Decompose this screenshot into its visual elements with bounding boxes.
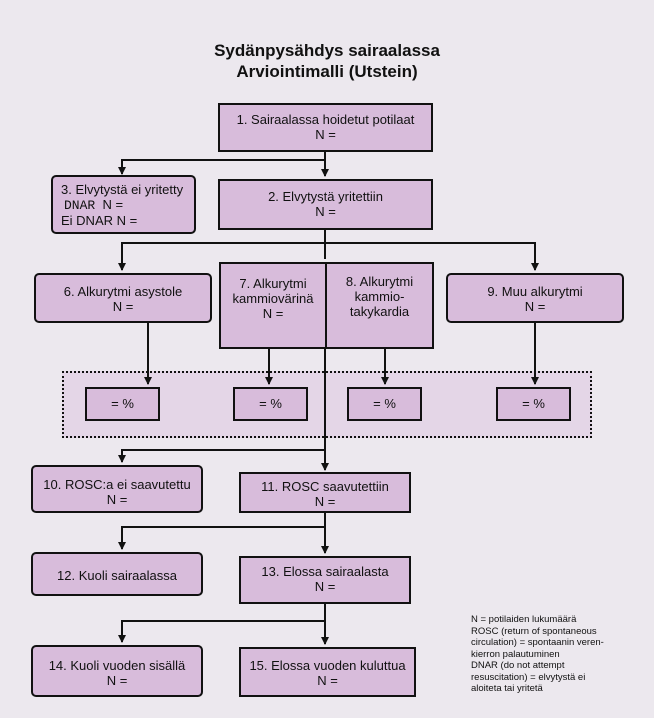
- box-14-label: 14. Kuoli vuoden sisällä: [48, 658, 186, 673]
- arrow-13-to-14: [118, 620, 325, 643]
- box-3-nodnar-count: N =: [116, 213, 138, 228]
- arrow-11-to-12: [118, 526, 325, 550]
- box-10-rosc-not-achieved: 10. ROSC:a ei saavutettu N =: [31, 465, 203, 513]
- box-10-count: N =: [106, 492, 128, 507]
- legend-line: resuscitation) = elvytystä ei: [471, 671, 586, 683]
- box-15-count: N =: [317, 673, 338, 688]
- box-3-nodnar-row: Ei DNAR N =: [61, 213, 194, 228]
- box-14-count: N =: [106, 673, 128, 688]
- box-9-count: N =: [524, 299, 546, 314]
- legend-line: aloiteta tai yritetä: [471, 683, 543, 694]
- box-9-label: 9. Muu alkurytmi: [487, 284, 583, 299]
- box-13-label: 13. Elossa sairaalasta: [261, 564, 389, 579]
- box-13-survived-hospital: 13. Elossa sairaalasta N =: [239, 556, 411, 604]
- box-11-label: 11. ROSC saavutettiin: [261, 479, 389, 494]
- arrow-2-to-9: [325, 242, 539, 271]
- box-7-count: N =: [262, 306, 284, 321]
- box-11-count: N =: [314, 494, 336, 509]
- legend-line: circulation) = spontaanin veren-: [471, 637, 604, 648]
- arrow-1-to-3: [118, 159, 325, 175]
- arrow-to-10: [118, 449, 325, 463]
- box-12-label: 12. Kuoli sairaalassa: [57, 568, 177, 583]
- box-3-dnar-row: DNAR N =: [61, 197, 194, 213]
- box-8-line3: takykardia: [349, 304, 410, 319]
- box-8-line1: 8. Alkurytmi: [345, 274, 414, 289]
- box-3-label: 3. Elvytystä ei yritetty: [61, 182, 184, 197]
- diagram-subtitle: Arviointimalli (Utstein): [236, 62, 418, 81]
- box-15-alive-after-year: 15. Elossa vuoden kuluttua N =: [239, 647, 416, 697]
- box-2-label: 2. Elvytystä yritettiin: [268, 189, 383, 204]
- box-3-nodnar-label: Ei DNAR: [61, 213, 114, 228]
- box-3-not-attempted: 3. Elvytystä ei yritetty DNAR N = Ei DNA…: [51, 175, 196, 234]
- box-15-label: 15. Elossa vuoden kuluttua: [249, 658, 406, 673]
- legend-line: DNAR (do not attempt: [471, 660, 565, 671]
- box-6-asystole: 6. Alkurytmi asystole N =: [34, 273, 212, 323]
- box-7-line1: 7. Alkurytmi: [239, 276, 307, 291]
- box-6-label: 6. Alkurytmi asystole: [63, 284, 183, 299]
- box-6-count: N =: [112, 299, 134, 314]
- box-3-dnar-label: DNAR: [64, 198, 96, 213]
- box-12-died-in-hospital: 12. Kuoli sairaalassa: [31, 552, 203, 596]
- box-10-label: 10. ROSC:a ei saavutettu: [43, 477, 191, 492]
- percent-box-other: = %: [496, 387, 571, 421]
- box-2-count: N =: [315, 204, 336, 219]
- box-13-count: N =: [314, 579, 336, 594]
- box-8-line2: kammio-: [354, 289, 405, 304]
- legend-line: ROSC (return of spontaneous: [471, 625, 597, 637]
- box-1-label: 1. Sairaalassa hoidetut potilaat: [236, 112, 415, 127]
- box-1-count: N =: [315, 127, 336, 142]
- box-7-vf: 7. Alkurytmi kammiovärinä N =: [219, 262, 327, 349]
- legend-notes: N = potilaiden lukumäärä ROSC (return of…: [471, 614, 651, 695]
- box-7-line2: kammiovärinä: [232, 291, 314, 306]
- box-9-other-rhythm: 9. Muu alkurytmi N =: [446, 273, 624, 323]
- box-3-dnar-count: N =: [102, 197, 124, 212]
- box-2-attempted: 2. Elvytystä yritettiin N =: [218, 179, 433, 230]
- legend-line: kierron palautuminen: [471, 648, 560, 660]
- box-11-rosc-achieved: 11. ROSC saavutettiin N =: [239, 472, 411, 513]
- box-1-hospital-patients: 1. Sairaalassa hoidetut potilaat N =: [218, 103, 433, 152]
- percent-box-vt: = %: [347, 387, 422, 421]
- percent-box-vf: = %: [233, 387, 308, 421]
- legend-line: N = potilaiden lukumäärä: [471, 614, 577, 625]
- arrow-2-to-6: [118, 242, 325, 271]
- percent-box-asystole: = %: [85, 387, 160, 421]
- diagram-title: Sydänpysähdys sairaalassa: [214, 41, 440, 60]
- box-14-died-within-year: 14. Kuoli vuoden sisällä N =: [31, 645, 203, 697]
- box-8-vt: 8. Alkurytmi kammio- takykardia: [325, 262, 434, 349]
